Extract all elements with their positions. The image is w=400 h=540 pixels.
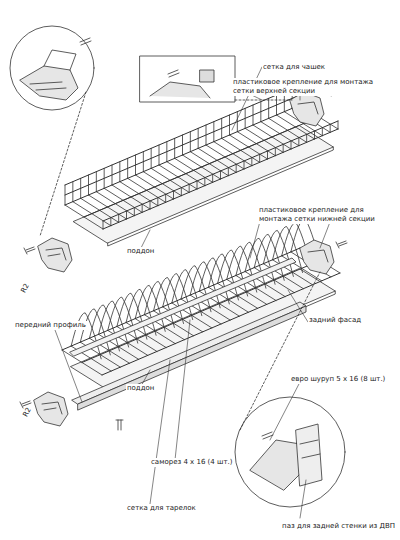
wire [322, 128, 323, 136]
wire [165, 194, 166, 202]
wire [142, 204, 143, 212]
wire [228, 168, 229, 176]
wire [84, 117, 319, 217]
wire [181, 188, 182, 196]
part-label: паз для задней стенки из ДВП [281, 522, 396, 531]
leader-lines [55, 67, 330, 518]
wire [157, 198, 158, 206]
wire [189, 184, 190, 192]
wire [236, 164, 237, 172]
wire [298, 138, 299, 146]
wire [306, 134, 307, 142]
wire [62, 248, 300, 350]
wire [62, 350, 102, 375]
wire [338, 121, 339, 129]
wire [283, 144, 284, 152]
wire [108, 147, 334, 246]
wire [197, 181, 198, 189]
part-label: сетка для тарелок [126, 504, 197, 513]
part-label: поддон [126, 247, 155, 256]
part-label: евро шуруп 5 x 16 (8 шт.) [290, 375, 386, 384]
wire [314, 131, 315, 139]
wire [212, 174, 213, 182]
front-profile [72, 302, 306, 410]
wire [244, 161, 245, 169]
wire [173, 191, 174, 199]
part-label: задний фасад [308, 316, 362, 325]
wire [275, 148, 276, 156]
part-label: поддон [126, 384, 155, 393]
dimension-label: R2 [19, 281, 32, 295]
wire [103, 221, 104, 229]
part-label: передний профиль [14, 321, 87, 330]
detail-circle [235, 272, 345, 507]
wire [134, 208, 135, 216]
part-label: пластиковое крепление для монтажа сетки … [232, 78, 392, 96]
part-label: сетка для чашек [262, 63, 326, 72]
wire [204, 178, 205, 186]
back-facade [70, 258, 296, 356]
wire [110, 218, 111, 226]
wire [251, 158, 252, 166]
wire [150, 201, 151, 209]
part-label: пластиковое крепление для монтажа сетки … [258, 206, 396, 224]
wire [267, 151, 268, 159]
wire [126, 211, 127, 219]
wire [65, 95, 300, 195]
wire [118, 214, 119, 222]
wire [259, 154, 260, 162]
wire [220, 171, 221, 179]
part-label: саморез 4 x 16 (4 шт.) [150, 458, 233, 467]
wire [65, 105, 300, 205]
wire [291, 141, 292, 149]
wire [330, 124, 331, 132]
detail-circle [10, 26, 94, 236]
